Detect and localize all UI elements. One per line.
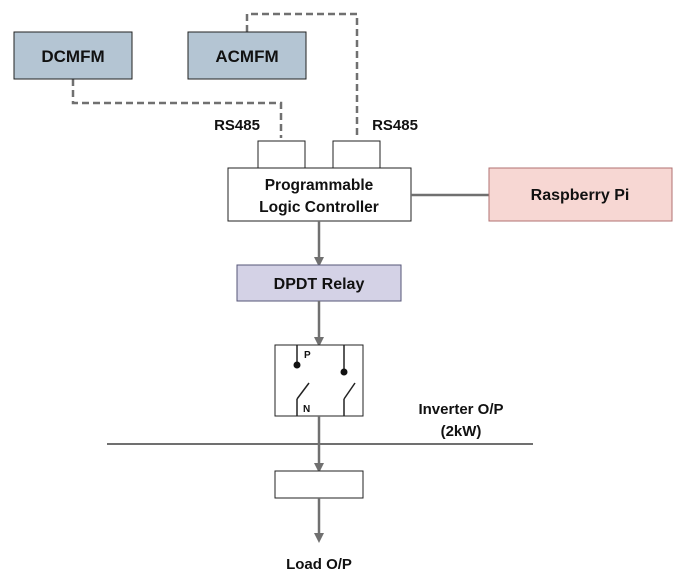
acmfm-rs485-link [245, 12, 359, 138]
dcmfm-rs485-link [71, 79, 283, 138]
switch-contact-left [293, 361, 301, 369]
switch-pin-p: P [304, 350, 311, 361]
switch-node: P N [274, 344, 364, 417]
dpdt-relay-box [236, 264, 402, 302]
plc-label-line2: Logic Controller [259, 199, 379, 216]
dcmfm-node: DCMFM [13, 31, 133, 80]
rs485-label-left: RS485 [214, 117, 260, 134]
dpdt-relay-node: DPDT Relay [236, 264, 402, 302]
dcmfm-box [13, 31, 133, 80]
rs485-label-right: RS485 [372, 117, 418, 134]
dpdt-relay-label: DPDT Relay [274, 276, 365, 293]
acmfm-node: ACMFM [187, 31, 307, 80]
plc-node: Programmable Logic Controller [227, 167, 412, 222]
inverter-label-line2: (2kW) [441, 423, 482, 440]
acmfm-box [187, 31, 307, 80]
load-output-label: Load O/P [286, 556, 352, 573]
acmfm-label: ACMFM [215, 47, 278, 66]
raspberry-pi-node: Raspberry Pi [488, 167, 673, 222]
switch-box [274, 344, 364, 417]
switch-blade-right [343, 382, 356, 400]
rs485-port-right [332, 140, 381, 169]
rs485-port-left [257, 140, 306, 169]
switch-contact-right [340, 368, 348, 376]
inverter-label-line1: Inverter O/P [418, 401, 503, 418]
dcmfm-label: DCMFM [41, 47, 104, 66]
switch-blade-left [296, 382, 310, 400]
switch-pin-n: N [303, 404, 310, 415]
load-box [274, 470, 364, 499]
plc-label-line1: Programmable [265, 177, 374, 194]
raspberry-pi-label: Raspberry Pi [531, 187, 630, 204]
raspberry-pi-box [488, 167, 673, 222]
